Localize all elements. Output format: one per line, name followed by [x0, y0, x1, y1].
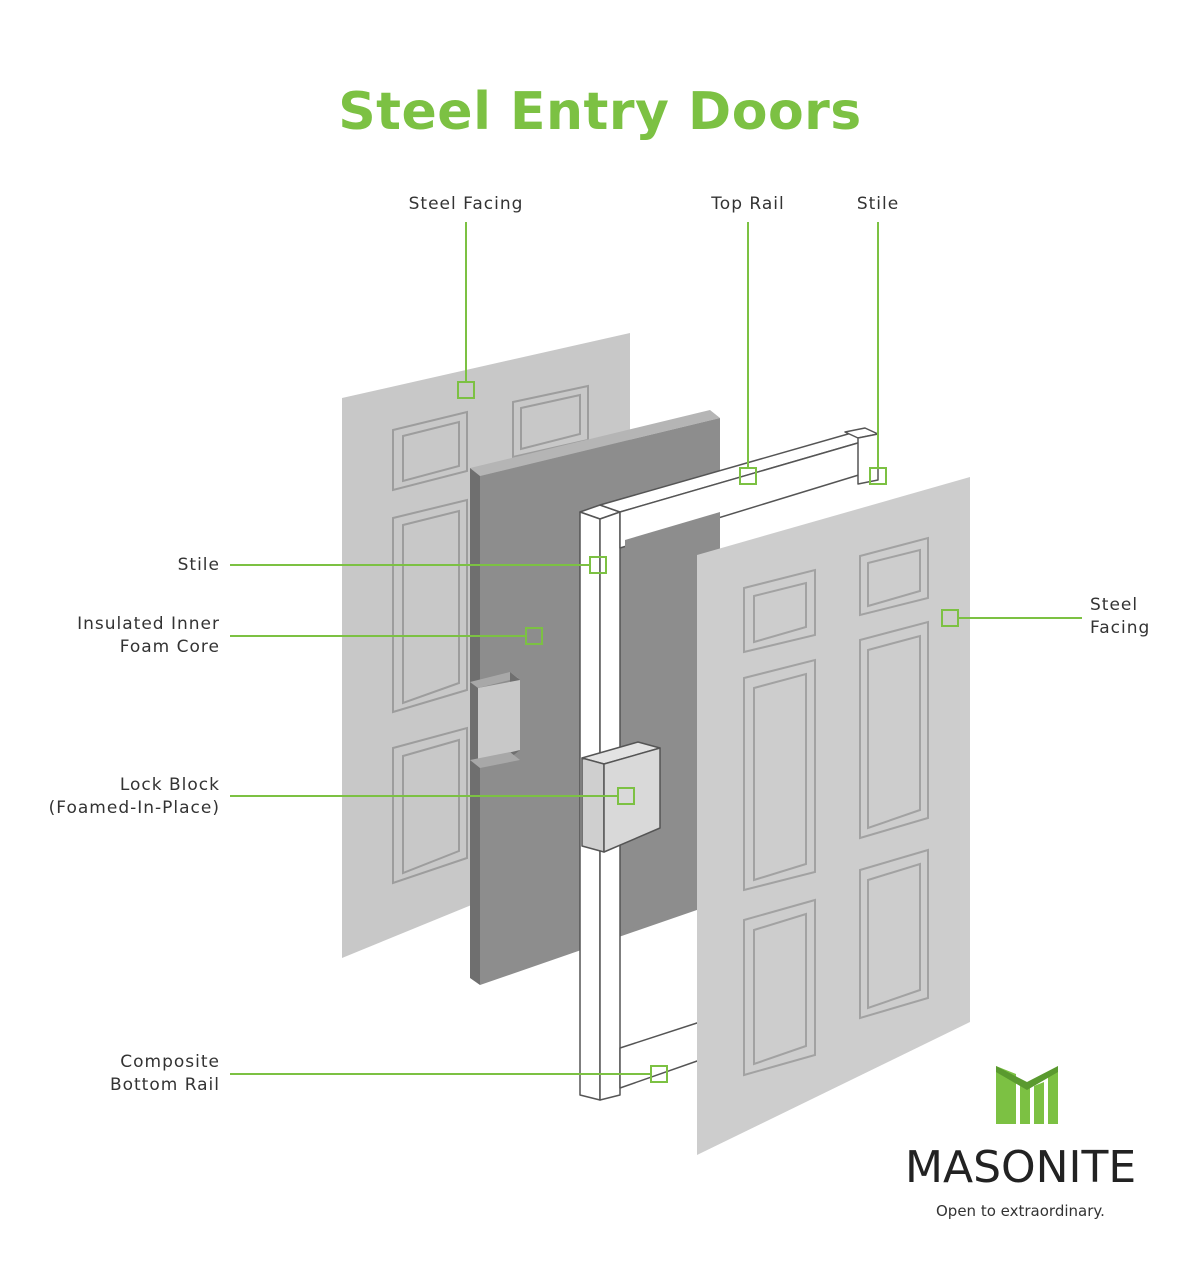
label-stile-left: Stile — [177, 555, 220, 575]
label-steel-facing-top: Steel Facing — [408, 194, 524, 214]
label-bottom-rail-line1: Composite — [120, 1052, 220, 1072]
door-frame — [579, 427, 879, 1101]
label-lock-block: Lock Block (Foamed-In-Place) — [20, 774, 220, 820]
label-steel-facing-right-line2: Facing — [1090, 618, 1151, 638]
label-lock-block-line2: (Foamed-In-Place) — [48, 798, 220, 818]
label-foam-core-line1: Insulated Inner — [77, 614, 220, 634]
brand-tagline: Open to extraordinary. — [936, 1202, 1105, 1220]
leader-lines — [230, 222, 1082, 1083]
diagram-title: Steel Entry Doors — [338, 82, 862, 142]
label-bottom-rail-line2: Bottom Rail — [109, 1075, 220, 1095]
brand-name: MASONITE — [905, 1142, 1137, 1193]
label-top-rail: Top Rail — [711, 194, 785, 214]
label-foam-core: Insulated Inner Foam Core — [40, 613, 220, 659]
label-steel-facing-right-line1: Steel — [1090, 595, 1139, 615]
label-lock-block-line1: Lock Block — [119, 775, 220, 795]
label-bottom-rail: Composite Bottom Rail — [40, 1051, 220, 1097]
label-stile-top: Stile — [856, 194, 900, 214]
masonite-logo-icon — [996, 1066, 1058, 1124]
right-steel-facing — [697, 477, 970, 1155]
label-foam-core-line2: Foam Core — [119, 637, 220, 657]
label-steel-facing-right: Steel Facing — [1090, 594, 1180, 640]
